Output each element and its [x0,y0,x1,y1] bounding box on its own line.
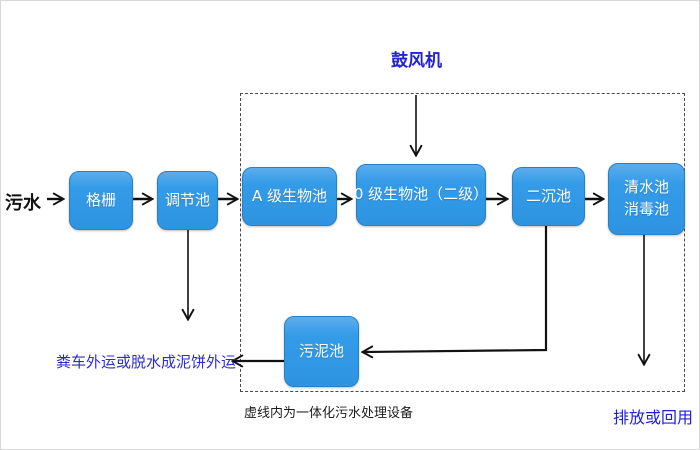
node-secondary-sedimentation-tank-label: 二沉池 [525,186,571,205]
node-o-bio-tank-label: 0 级生物池（二级） [353,185,489,204]
node-grid: 格栅 [69,171,133,230]
influent-label: 污水 [5,193,41,214]
effluent-label: 排放或回用 [613,408,694,427]
node-sludge-tank: 污泥池 [284,316,359,387]
node-clean-water-tank-label-line2: 消毒池 [623,200,669,218]
node-clean-water-tank: 清水池 消毒池 [608,163,685,235]
integrated-equipment-dashed-boundary [240,93,685,392]
node-regulating-tank-label: 调节池 [164,190,210,209]
node-sludge-tank-label: 污泥池 [298,341,344,360]
node-a-bio-tank-label: A 级生物池 [251,186,328,205]
node-o-bio-tank: 0 级生物池（二级） [353,164,489,226]
node-secondary-sedimentation-tank: 二沉池 [512,167,585,226]
node-grid-label: 格栅 [85,190,116,209]
blower-label: 鼓风机 [391,51,442,71]
node-regulating-tank: 调节池 [157,171,218,230]
sludge-disposal-label: 粪车外运或脱水成泥饼外运 [56,353,237,371]
node-a-bio-tank: A 级生物池 [242,167,337,226]
dashed-boundary-note-label: 虚线内为一体化污水处理设备 [244,406,414,421]
node-clean-water-tank-label-line1: 清水池 [623,178,669,197]
